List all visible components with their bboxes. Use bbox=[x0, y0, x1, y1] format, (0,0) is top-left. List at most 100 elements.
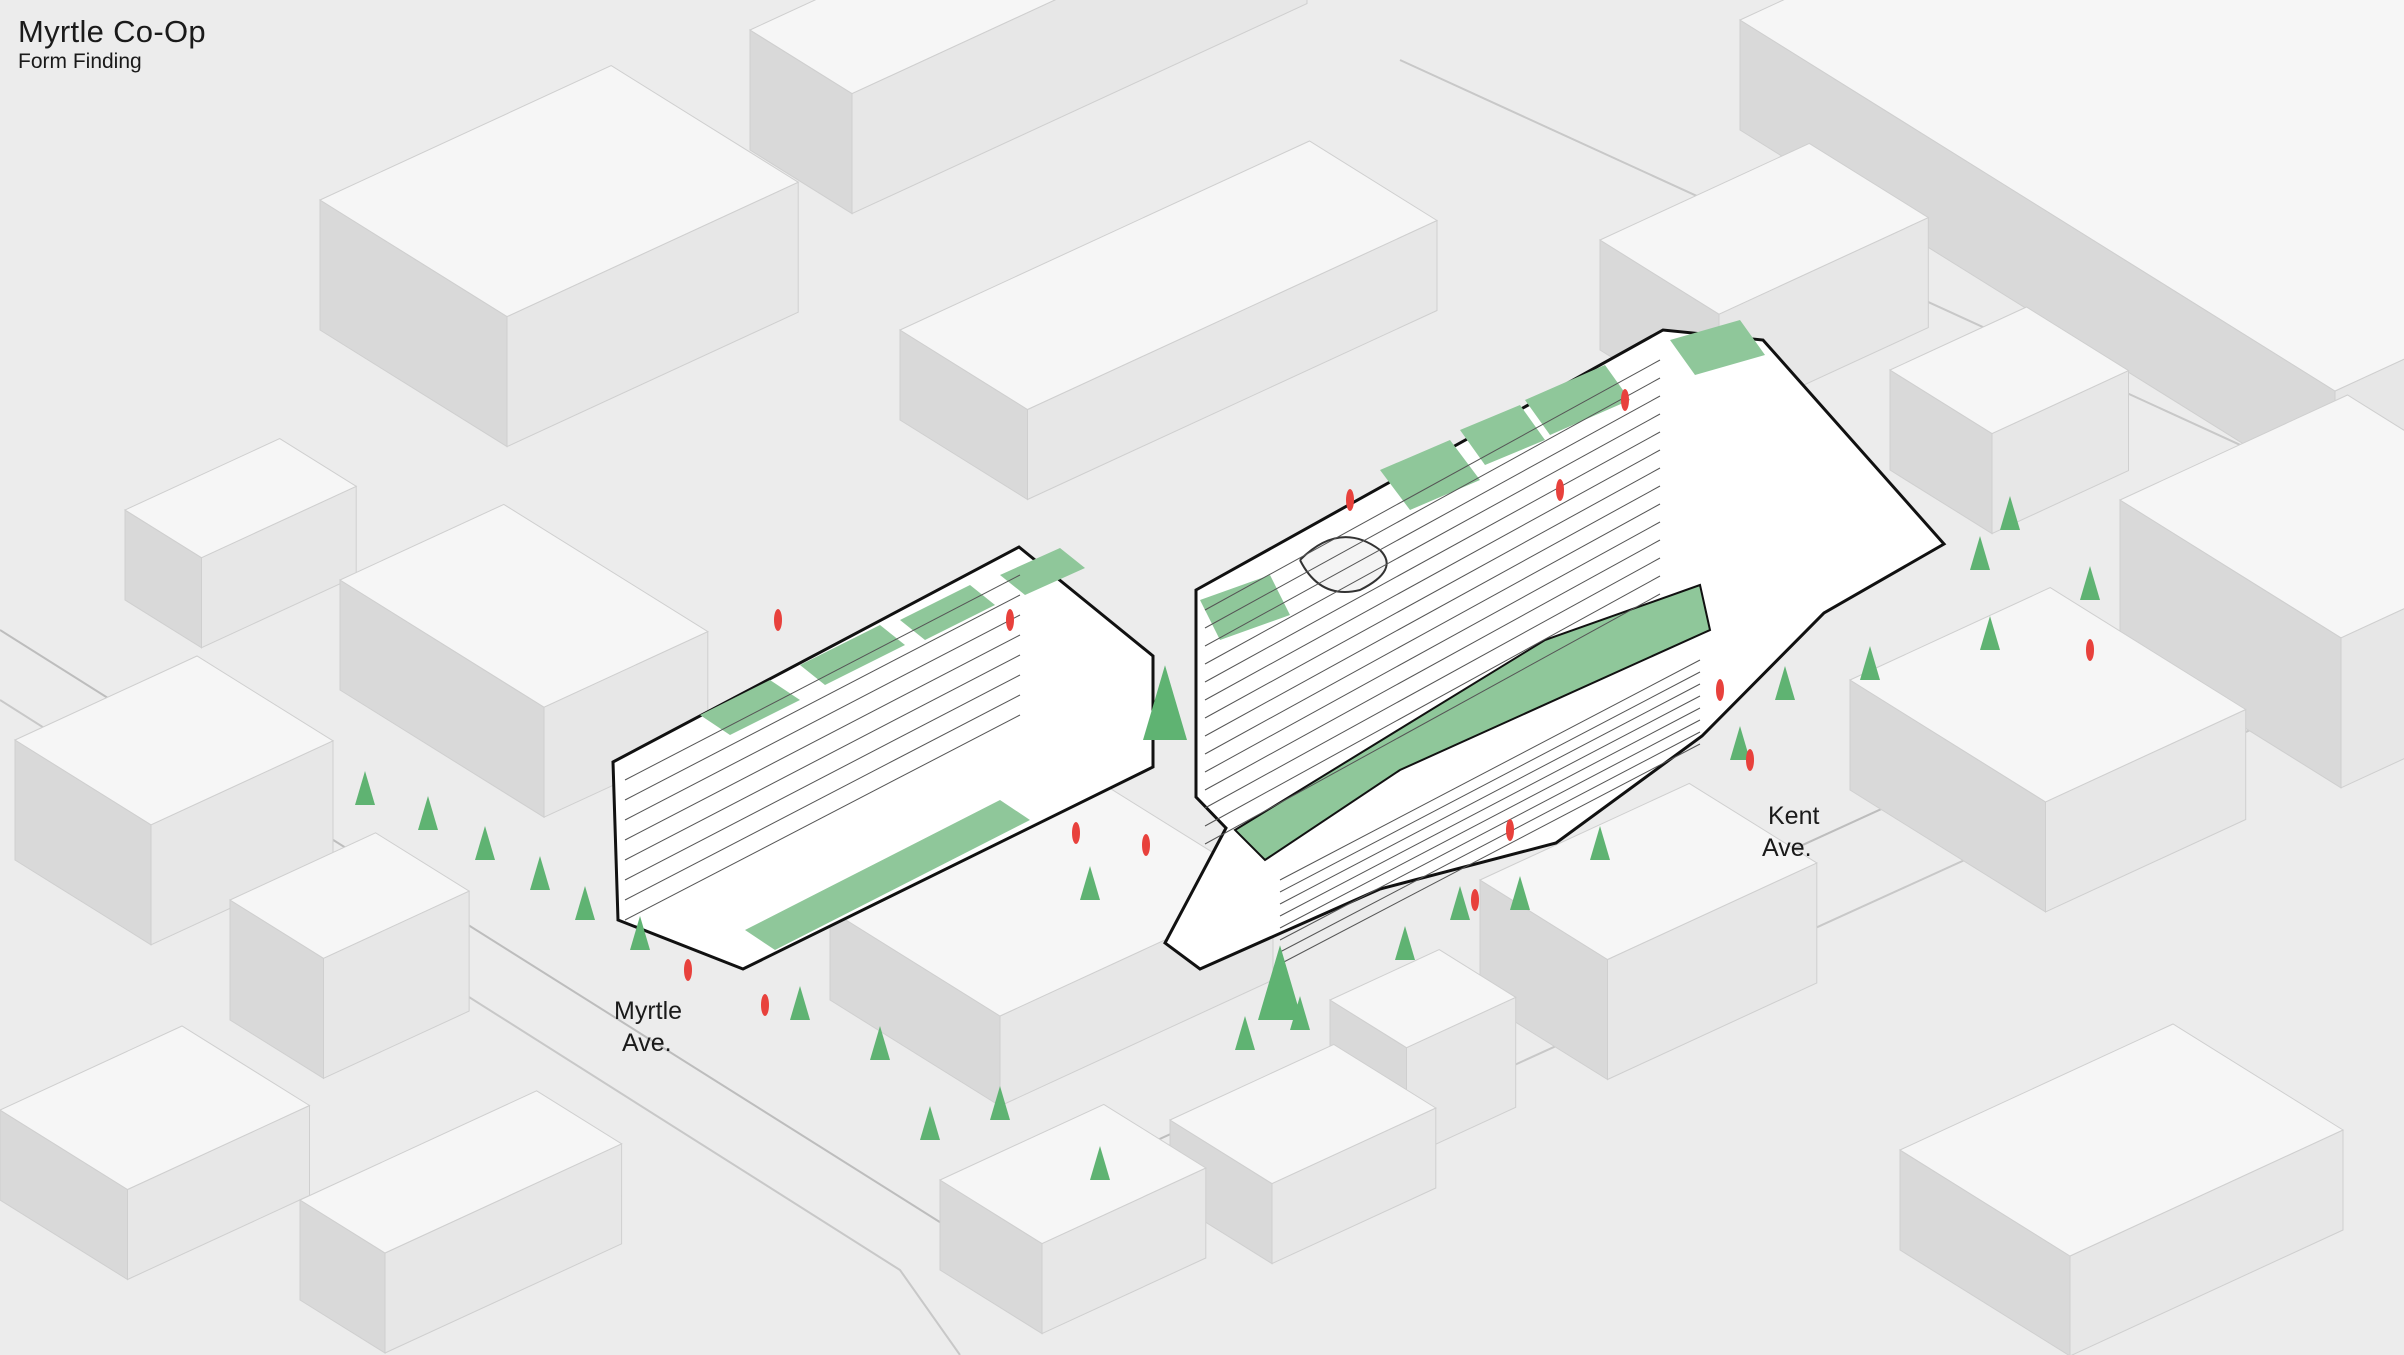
street-trees bbox=[355, 496, 2100, 1180]
street-name: Myrtle bbox=[614, 997, 683, 1025]
building-roof bbox=[228, 832, 471, 959]
building-roof bbox=[1888, 306, 2130, 435]
floor-line bbox=[624, 714, 1021, 921]
context-building bbox=[1888, 306, 2130, 535]
kent-building bbox=[1163, 320, 1947, 971]
building-roof bbox=[1168, 1043, 1437, 1185]
building-roof bbox=[298, 1090, 623, 1254]
floor-line bbox=[1204, 539, 1661, 791]
building-roof bbox=[318, 65, 800, 318]
building-front-face bbox=[2340, 608, 2404, 789]
floor-line bbox=[1279, 695, 1701, 917]
myrtle-green-roof-2 bbox=[800, 625, 905, 685]
tree-icon bbox=[1775, 666, 1795, 700]
floor-line bbox=[624, 574, 1021, 781]
person-icon bbox=[1142, 834, 1150, 856]
context-building bbox=[1848, 587, 2247, 913]
myrtle-building-mass bbox=[611, 545, 1155, 971]
tree-icon bbox=[920, 1106, 940, 1140]
tree-icon bbox=[2000, 496, 2020, 530]
building-roof bbox=[938, 1103, 1207, 1245]
context-building bbox=[1898, 1023, 2345, 1355]
tree-icon bbox=[1090, 1146, 1110, 1180]
floor-line bbox=[1204, 449, 1661, 701]
context-building bbox=[0, 1025, 311, 1281]
person-icon bbox=[1346, 489, 1354, 511]
context-building bbox=[938, 1103, 1207, 1335]
tree-icon bbox=[475, 826, 495, 860]
floor-line bbox=[1204, 521, 1661, 773]
tree-icon bbox=[1510, 876, 1530, 910]
street-suffix: Ave. bbox=[1762, 834, 1812, 862]
person-icon bbox=[1746, 749, 1754, 771]
building-roof bbox=[13, 655, 335, 826]
context-building bbox=[318, 65, 800, 448]
building-roof bbox=[0, 1025, 311, 1191]
drawing-title-block: Myrtle Co-Op Form Finding bbox=[18, 14, 206, 74]
floor-line bbox=[1204, 503, 1661, 755]
context-building bbox=[748, 0, 1308, 215]
floor-line bbox=[624, 614, 1021, 821]
tree-icon bbox=[1080, 866, 1100, 900]
floor-line bbox=[1204, 575, 1661, 827]
floor-line bbox=[624, 674, 1021, 881]
facade-lines bbox=[1204, 359, 1701, 965]
tree-icon bbox=[1450, 886, 1470, 920]
building-roof bbox=[123, 438, 358, 559]
tree-icon bbox=[1980, 616, 2000, 650]
floor-line bbox=[1279, 743, 1701, 965]
person-icon bbox=[774, 609, 782, 631]
context-building bbox=[1168, 1043, 1437, 1265]
context-building bbox=[898, 140, 1439, 501]
floor-line bbox=[1204, 593, 1661, 845]
person-icon bbox=[1556, 479, 1564, 501]
floor-line bbox=[1204, 377, 1661, 629]
myrtle-building bbox=[611, 545, 1155, 971]
building-roof bbox=[1478, 782, 1818, 961]
tree-icon bbox=[1860, 646, 1880, 680]
context-building bbox=[13, 655, 335, 946]
building-roof bbox=[1738, 0, 2404, 392]
facade-lines bbox=[624, 574, 1021, 921]
building-roof bbox=[898, 140, 1439, 411]
person-icon bbox=[1621, 389, 1629, 411]
building-roof bbox=[1328, 949, 1517, 1049]
floor-line bbox=[1279, 671, 1701, 893]
street-label-myrtle: Myrtle Ave. bbox=[614, 995, 682, 1059]
floor-line bbox=[1204, 557, 1661, 809]
street-name: Kent bbox=[1768, 802, 1820, 830]
floor-line bbox=[624, 694, 1021, 901]
person-icon bbox=[761, 994, 769, 1016]
floor-line bbox=[1279, 731, 1701, 953]
person-icon bbox=[1716, 679, 1724, 701]
building-roof bbox=[338, 503, 709, 708]
floor-line bbox=[1204, 431, 1661, 683]
myrtle-green-roof-1 bbox=[700, 680, 800, 735]
tree-icon bbox=[1970, 536, 1990, 570]
people-figures bbox=[684, 389, 2094, 1016]
project-title: Myrtle Co-Op bbox=[18, 14, 206, 49]
context-building bbox=[1478, 782, 1818, 1081]
floor-line bbox=[1204, 413, 1661, 665]
floor-line bbox=[1204, 467, 1661, 719]
building-roof bbox=[1598, 142, 1930, 315]
tree-icon bbox=[1590, 826, 1610, 860]
kent-lower-green-roof bbox=[1233, 583, 1712, 862]
building-roof bbox=[1848, 587, 2247, 803]
kent-green-roof-4 bbox=[1670, 320, 1765, 375]
person-icon bbox=[2086, 639, 2094, 661]
kent-green-roof-2 bbox=[1460, 405, 1545, 465]
floor-line bbox=[624, 594, 1021, 801]
context-building bbox=[228, 832, 471, 1080]
person-icon bbox=[1072, 822, 1080, 844]
floor-line bbox=[1204, 359, 1661, 611]
street-suffix: Ave. bbox=[622, 1029, 672, 1057]
tree-icon bbox=[1143, 665, 1187, 740]
tree-icon bbox=[1395, 926, 1415, 960]
floor-line bbox=[1204, 485, 1661, 737]
floor-line bbox=[1279, 707, 1701, 929]
context-building bbox=[338, 503, 709, 819]
